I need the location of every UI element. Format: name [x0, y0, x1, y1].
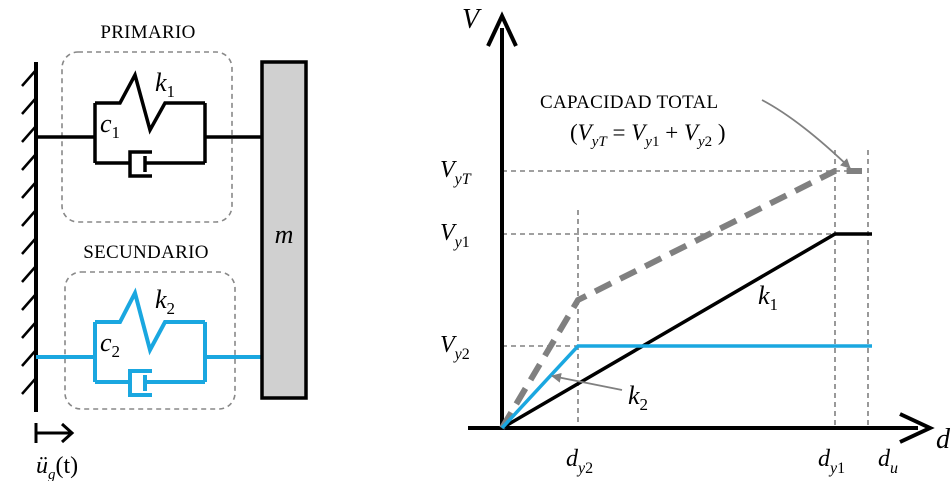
k2-curve-label: k2 [628, 381, 648, 414]
secondary-curve-k2 [500, 344, 872, 430]
spring-k2 [95, 287, 205, 356]
annotation-arrow [761, 99, 851, 169]
annotation-formula: (VyT = Vy1 + Vy2 ) [570, 120, 726, 150]
y-tick-vy2: Vy2 [440, 332, 470, 363]
ground-acceleration-arrow [34, 422, 75, 444]
guide-lines [502, 150, 869, 428]
ground-acceleration-label: üg(t) [36, 453, 78, 481]
primary-system: PRIMARIO k1 c1 [36, 22, 262, 223]
spring-k1 [95, 70, 205, 135]
capacity-graph: V d CAPACIDAD TOTAL (VyT = Vy1 + Vy2 ) k… [440, 4, 951, 477]
total-capacity-curve [499, 168, 862, 430]
secondary-system: SECUNDARIO k2 c2 [36, 242, 262, 410]
mass-block [260, 60, 308, 400]
x-tick-dy2: dy2 [566, 446, 593, 477]
c2-label: c2 [100, 328, 120, 361]
k2-label: k2 [155, 285, 175, 318]
annotation-title: CAPACIDAD TOTAL [540, 92, 718, 113]
y-tick-vy1: Vy1 [440, 220, 470, 251]
secondary-title: SECUNDARIO [83, 242, 208, 263]
mechanical-model: PRIMARIO k1 c1 SECUNDARIO [21, 22, 308, 481]
k1-curve-label: k1 [758, 281, 778, 314]
k2-pointer-line [551, 372, 623, 391]
c1-label: c1 [100, 109, 120, 142]
ground-wall [21, 62, 38, 412]
y-tick-vyt: VyT [440, 157, 472, 188]
x-tick-dy1: dy1 [818, 446, 845, 477]
primary-title: PRIMARIO [100, 22, 195, 43]
y-axis-label: V [462, 4, 482, 35]
axes: V d [462, 4, 951, 455]
damper-c1 [95, 150, 205, 178]
damper-c2 [95, 369, 205, 397]
k1-label: k1 [155, 68, 175, 101]
secondary-group-box [64, 271, 236, 410]
x-axis-label: d [936, 424, 951, 455]
x-tick-du: du [878, 446, 898, 477]
mass-label: m [275, 220, 294, 249]
primary-curve-k1 [501, 232, 872, 430]
